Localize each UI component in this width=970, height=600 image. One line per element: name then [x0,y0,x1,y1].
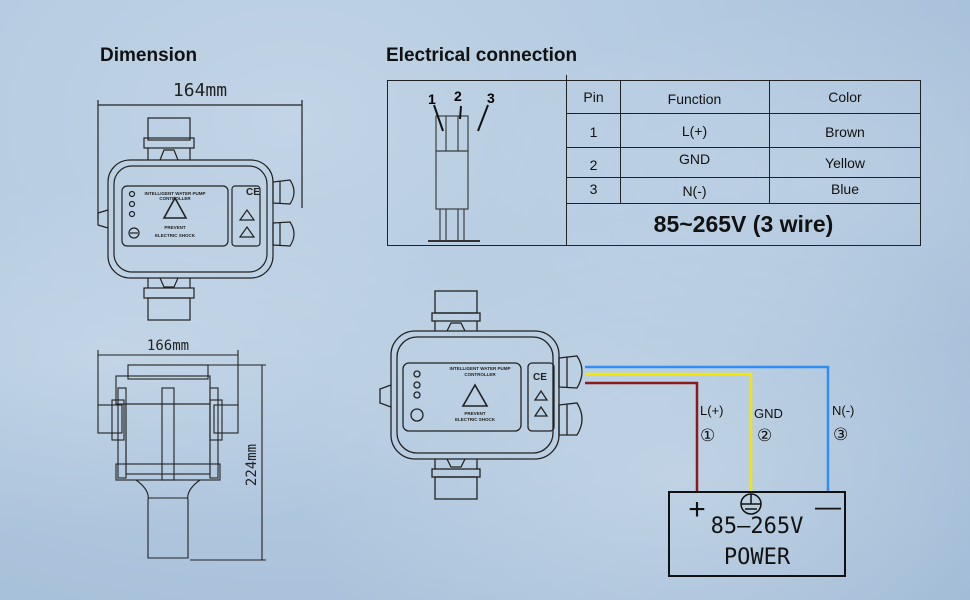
power-supply-box [668,491,846,577]
top-view-drawing: CE INTELLIGENT WATER PUMP CONTROLLER PRE… [97,80,303,321]
warning-text: PREVENT [164,225,186,230]
row-3-pin: 3 [589,181,598,197]
power-label: POWER [724,545,791,570]
width-164-label: 164mm [173,80,227,101]
width-166-label: 166mm [147,338,189,354]
wire-yellow [585,372,753,492]
ground-symbol [740,493,762,515]
wire-brown [585,381,699,492]
electrical-connection-heading: Electrical connection [386,45,578,66]
warning-text-2: ELECTRIC SHOCK [155,233,196,238]
pin-label-3: 3 [487,90,495,106]
pin-label-1: 1 [428,91,436,107]
voltage-spec: 85~265V (3 wire) [653,210,834,237]
controller-title: INTELLIGENT WATER PUMP [450,366,511,371]
header-pin: Pin [583,89,604,105]
wire-number-3: ③ [833,425,848,444]
controller-subtitle: CONTROLLER [464,372,496,377]
row-2-color: Yellow [825,155,865,171]
row-1-pin: 1 [589,124,598,140]
wire-label-n: N(-) [832,403,854,418]
plus-terminal: + [688,493,706,526]
row-1-function: L(+) [681,122,708,139]
row-1-color: Brown [825,124,865,140]
side-view-drawing: 166mm 224mm [97,338,266,561]
row-3-color: Blue [830,181,860,197]
controller-warning: PREVENT [464,411,486,416]
row-2-function: GND [678,151,711,167]
controller-device [379,290,583,500]
wire-number-1: ① [700,426,715,445]
wire-blue [585,365,830,492]
pin-table: Pin Function Color 1 L(+) Brown 2 GND Ye… [567,81,920,245]
header-color: Color [828,89,862,105]
power-voltage: 85—265V [711,514,804,539]
row-3-function: N(-) [682,183,707,199]
dimension-heading: Dimension [100,45,198,66]
controller-ce-mark: CE [533,372,547,383]
wiring-diagram: INTELLIGENT WATER PUMP CONTROLLER PREVEN… [379,290,854,577]
controller-warning-2: ELECTRIC SHOCK [455,417,496,422]
header-function: Function [667,91,722,107]
row-2-pin: 2 [589,157,598,173]
connector-drawing: 1 2 3 [428,88,495,242]
wire-label-l: L(+) [700,403,723,418]
electrical-connection-table: 1 2 3 Pin Function Color 1 L(+) Brown 2 … [387,75,921,246]
device-subtitle: CONTROLLER [159,196,191,201]
table-divider [566,75,567,245]
device-title: INTELLIGENT WATER PUMP [145,191,206,196]
minus-terminal: — [815,491,841,521]
pin-label-2: 2 [454,88,462,104]
height-224-label: 224mm [244,444,260,486]
ce-mark: CE [246,187,260,198]
wire-number-2: ② [757,426,772,445]
wire-label-gnd: GND [754,406,783,421]
